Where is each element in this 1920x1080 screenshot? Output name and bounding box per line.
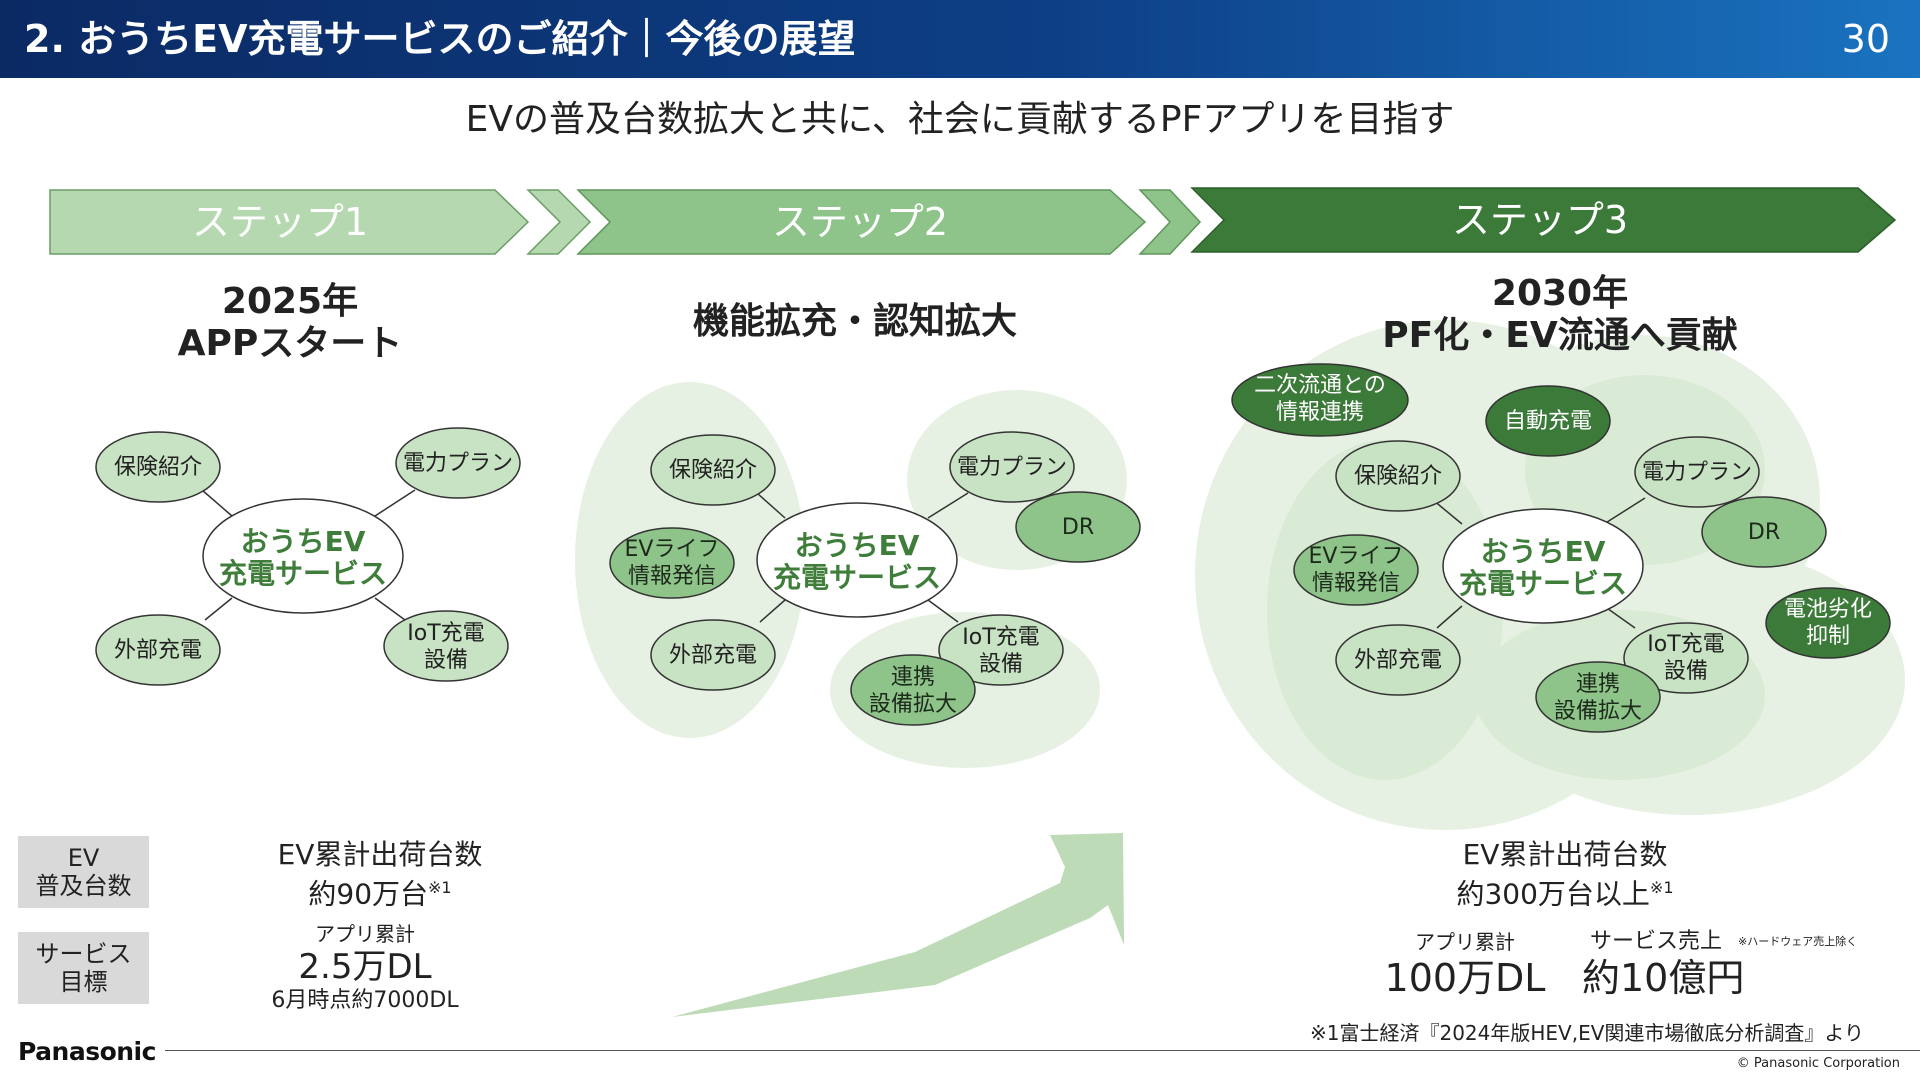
step3-sales-label: サービス売上 [1590,929,1723,954]
step1-ev-note-mark: ※1 [428,878,452,897]
step3-node-niji-line2: 情報連携 [1275,400,1364,425]
step1-app-value: 2.5万DL [298,947,432,987]
step3-ev-value-wrap: 約300万台以上※1 [1400,871,1730,911]
step2-connectors [756,492,969,623]
step2-arrow [576,189,1147,255]
step3-node-iot-line2: 設備 [1663,659,1708,684]
step2-node-evlife-line2: 情報発信 [627,564,716,589]
step2-node-iot-line2: 設備 [978,652,1023,677]
step1-node-hoken: 保険紹介 [113,455,202,480]
step2-node-hoken: 保険紹介 [668,458,757,483]
step2-node-renkei-line2: 設備拡大 [868,692,957,717]
step3-node-denchi-line2: 抑制 [1805,624,1850,649]
footer-divider [165,1050,1920,1051]
step3-node-jido: 自動充電 [1503,409,1592,434]
growth-arrow [672,833,1124,1017]
step1-label: ステップ1 [191,200,369,244]
step3-ev-value: 約300万台以上 [1456,877,1650,911]
page-title: 2. おうちEV充電サービスのご紹介｜今後の展望 [24,17,856,61]
step1-arrow [49,189,530,255]
step2-node-dr: DR [1061,515,1095,540]
step1-node-iot-line2: 設備 [423,648,468,673]
step3-node-hoken: 保険紹介 [1353,464,1442,489]
step2-node-renkei-line1: 連携 [890,665,935,690]
step3-node-renkei-line2: 設備拡大 [1553,699,1642,724]
step1-heading-line2: APPスタート [177,323,403,364]
step3-center-line2: 充電サービス [1458,567,1627,600]
step1-connectors [201,489,416,621]
step3-node-niji-line1: 二次流通との [1254,373,1386,398]
step3-node-renkei-line1: 連携 [1575,672,1620,697]
step3-nodes [1231,363,1891,733]
ev-count-label-line1: EV [67,844,100,872]
step3-sales-value: 約10億円 [1582,956,1745,1000]
step3-node-denryoku: 電力プラン [1641,460,1752,485]
copyright: © Panasonic Corporation [1736,1056,1900,1071]
step-chevron-2 [1138,189,1202,255]
step3-node-iot-line1: IoT充電 [1647,632,1725,657]
ev-count-label-line2: 普及台数 [35,872,132,900]
subtitle: EVの普及台数拡大と共に、社会に貢献するPFアプリを目指す [465,99,1455,140]
step2-center-line2: 充電サービス [772,561,941,594]
step3-sales-note: ※ハードウェア売上除く [1738,935,1858,948]
step1-nodes [95,427,521,686]
step2-label: ステップ2 [771,200,949,244]
step2-heading: 機能拡充・認知拡大 [692,301,1017,342]
step1-ev-title: EV累計出荷台数 [277,838,483,871]
step3-node-evlife-line2: 情報発信 [1311,571,1400,596]
step3-heading-line2: PF化・EV流通へ貢献 [1382,315,1738,356]
step3-arrow [1190,187,1897,253]
step2-nodes [609,431,1141,726]
step3-app-value: 100万DL [1384,956,1546,1000]
step3-node-denchi-line1: 電池劣化 [1783,597,1872,622]
step2-node-iot-line1: IoT充電 [962,625,1040,650]
step3-connectors [1432,497,1646,629]
panasonic-logo: Panasonic [18,1037,156,1066]
step2-node-gaibu: 外部充電 [668,643,757,668]
step3-node-gaibu: 外部充電 [1353,648,1442,673]
step3-label: ステップ3 [1451,198,1629,242]
step1-node-iot-line1: IoT充電 [407,621,485,646]
step3-heading-line1: 2030年 [1491,273,1629,314]
step3-node-evlife-line1: EVライフ [1308,544,1404,569]
step1-node-denryoku: 電力プラン [402,451,513,476]
step1-heading-line1: 2025年 [221,281,359,322]
service-target-label-line2: 目標 [59,968,108,996]
header-bar [0,0,1920,78]
step3-center-line1: おうちEV [1480,535,1606,568]
step1-center-line2: 充電サービス [218,557,387,590]
page-number: 30 [1841,17,1890,61]
step3-node-dr: DR [1747,520,1781,545]
step2-node-evlife-line1: EVライフ [624,537,720,562]
step-chevron-1 [526,189,592,255]
footnote: ※1富士経済『2024年版HEV,EV関連市場徹底分析調査』より [1310,1021,1865,1045]
step1-app-label: アプリ累計 [315,922,415,946]
step3-ev-title: EV累計出荷台数 [1462,838,1668,871]
service-target-label-line1: サービス [35,940,132,968]
step3-app-label: アプリ累計 [1415,930,1515,954]
step1-center-line1: おうちEV [240,525,366,558]
step1-node-gaibu: 外部充電 [113,638,202,663]
step3-ev-note-mark: ※1 [1649,878,1674,897]
step1-ev-value-wrap: 約90万台※1 [230,871,530,911]
step1-ev-value: 約90万台 [308,877,429,911]
step2-center-line1: おうちEV [794,529,920,562]
step1-app-sub: 6月時点約7000DL [271,988,459,1013]
service-target-label: サービス目標 [18,932,149,1004]
step2-node-denryoku: 電力プラン [956,455,1067,480]
